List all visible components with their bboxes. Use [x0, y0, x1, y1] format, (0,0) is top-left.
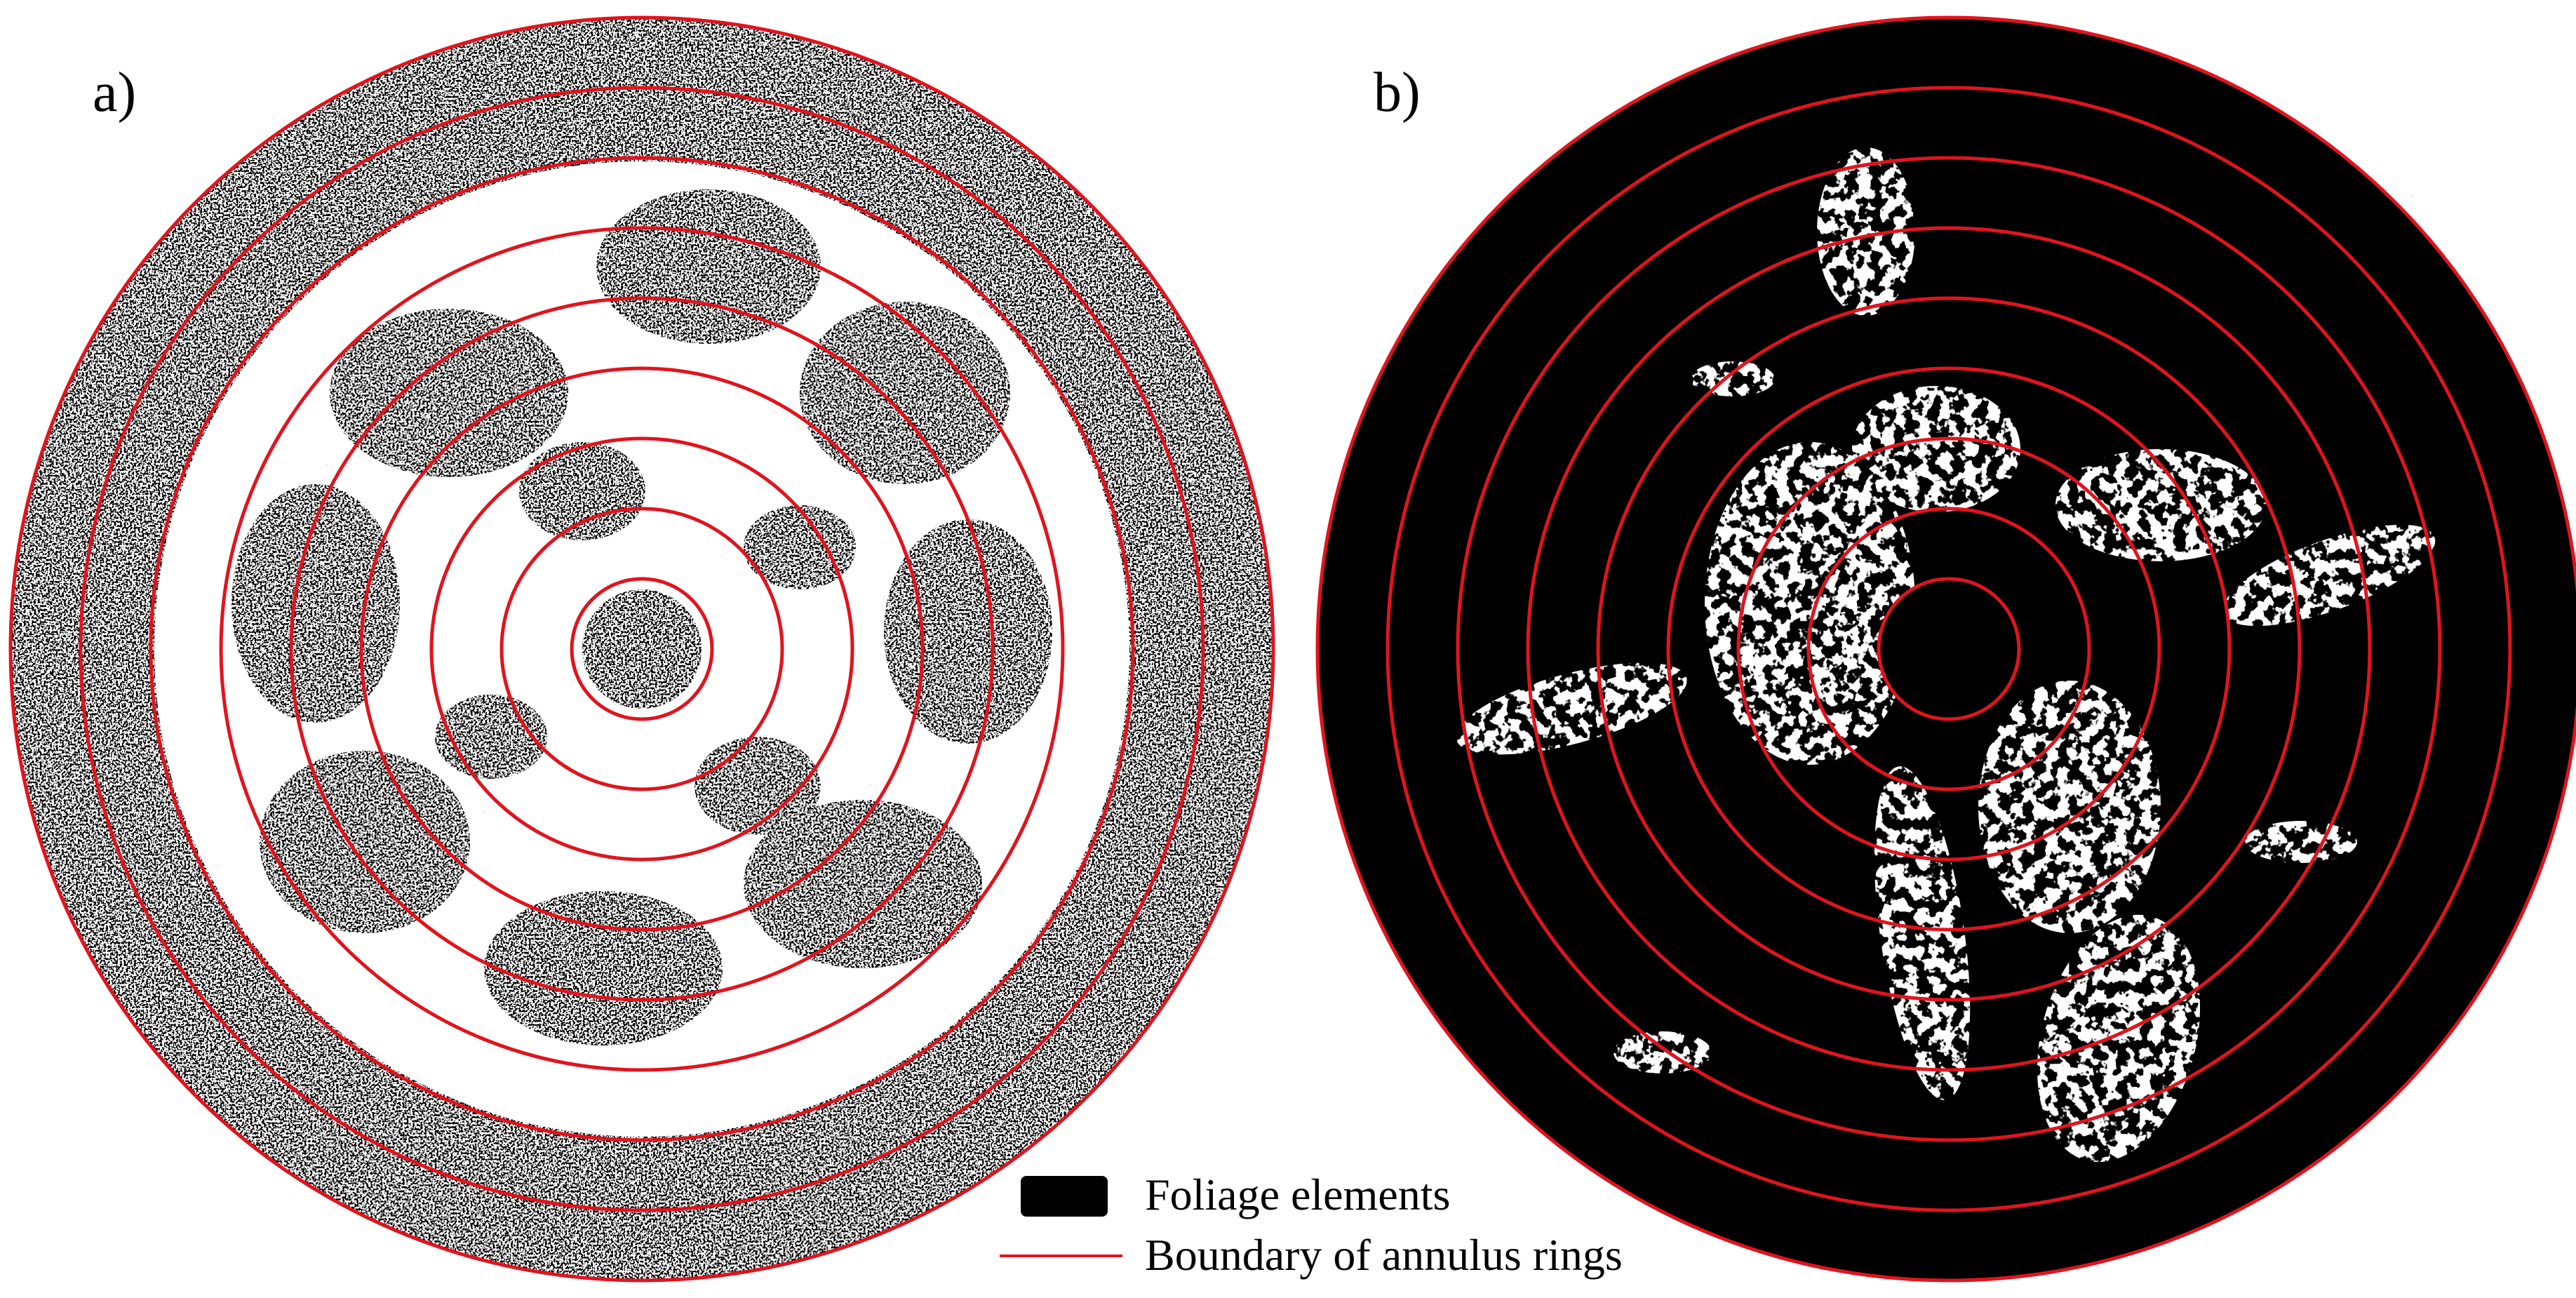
panel-b-ring-8 [1386, 86, 2512, 1212]
legend-boundary-label: Boundary of annulus rings [1145, 1230, 1623, 1280]
panel-a-ring-4 [359, 366, 925, 932]
legend-foliage-swatch [1021, 1176, 1108, 1217]
panel-b-ring-6 [1526, 226, 2372, 1072]
panel-a-ring-1 [570, 577, 714, 721]
legend: Foliage elements Boundary of annulus rin… [1000, 1170, 1623, 1280]
panel-b-label: b) [1374, 62, 1421, 123]
panel-b-ring-2 [1806, 507, 2091, 791]
panel-b-ring-7 [1456, 156, 2442, 1142]
panel-a-ring-5 [289, 296, 995, 1002]
panel-b-ring-5 [1596, 296, 2302, 1002]
panel-b-outer-boundary [1316, 16, 2576, 1282]
panel-a-ring-2 [499, 507, 784, 791]
panel-a-ring-8 [79, 86, 1205, 1212]
legend-foliage-label: Foliage elements [1145, 1170, 1450, 1219]
panel-b-ring-4 [1666, 366, 2232, 932]
panel-a-ring-6 [219, 226, 1065, 1072]
panel-a-hemispherical-image: a) [8, 15, 1275, 1283]
panel-b-ring-1 [1877, 577, 2021, 721]
panel-b-ring-3 [1736, 436, 2161, 862]
panel-b-hemispherical-image: b) [1315, 15, 2576, 1283]
panel-a-outer-boundary [9, 16, 1275, 1282]
panel-a-label: a) [93, 62, 136, 123]
panel-a-ring-7 [149, 156, 1135, 1142]
panel-a-ring-3 [429, 436, 854, 862]
